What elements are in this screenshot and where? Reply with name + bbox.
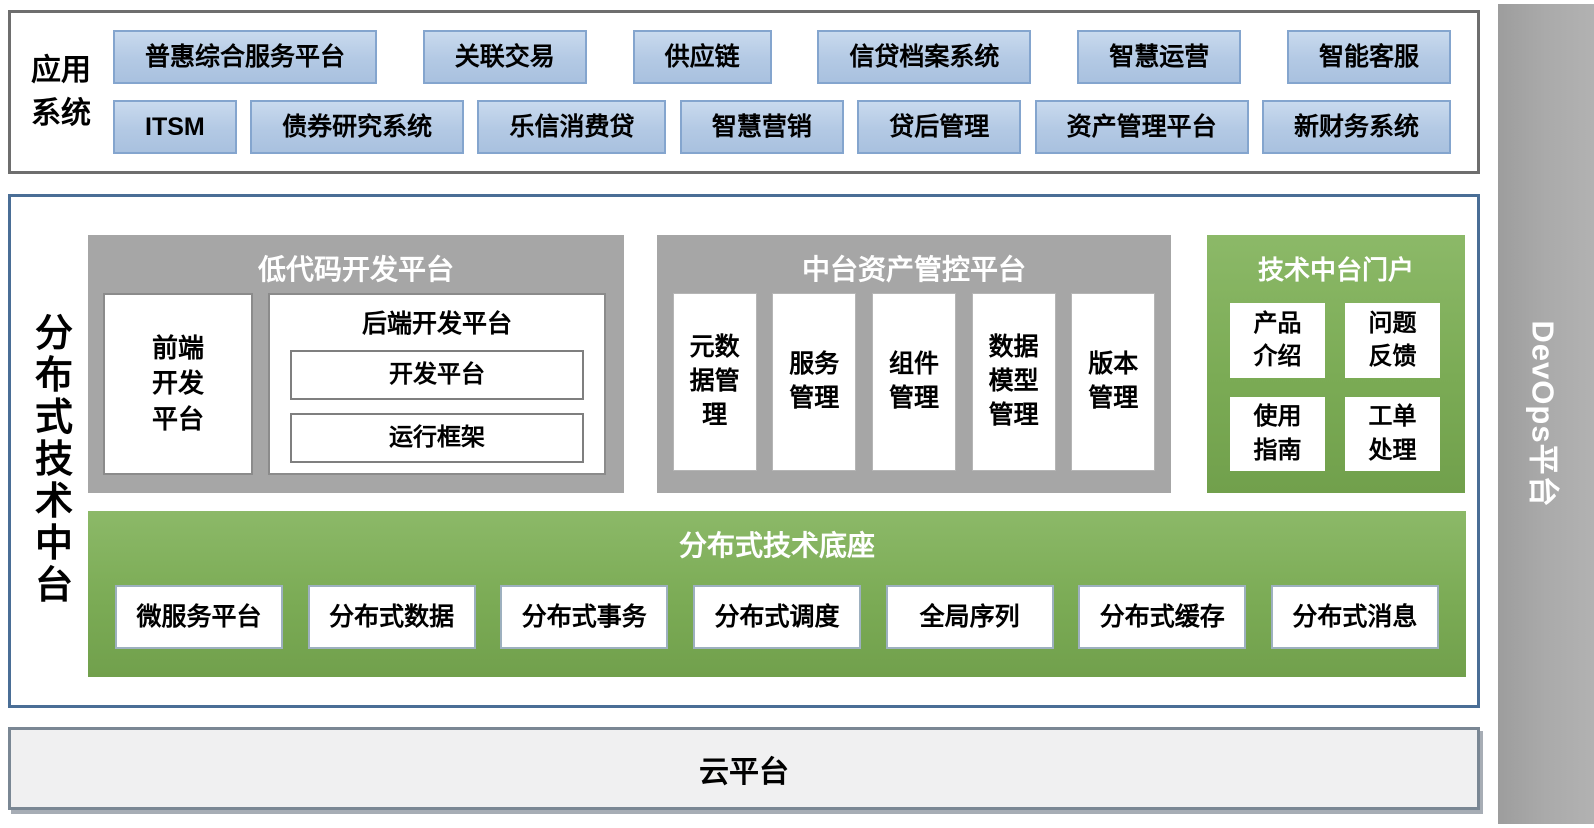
devops-platform-bar: DevOps平台	[1498, 4, 1594, 824]
asset-control-panel-title: 中台资产管控平台	[801, 254, 1026, 285]
distributed-base-row: 微服务平台 分布式数据 分布式事务 分布式调度 全局序列 分布式缓存 分布式消息	[88, 585, 1466, 649]
distributed-transaction-box: 分布式事务	[500, 585, 669, 649]
metadata-mgmt-box: 元数据管理	[672, 293, 757, 471]
app-box-smart-operations: 智慧运营	[1077, 29, 1242, 84]
app-box-bond-research: 债券研究系统	[250, 100, 465, 155]
application-systems-label: 应用系统	[31, 53, 91, 131]
app-box-new-finance: 新财务系统	[1261, 100, 1451, 155]
asset-control-panel: 中台资产管控平台 元数据管理 服务管理 组件管理 数据模型管理 版本管理	[657, 235, 1171, 493]
app-box-related-trading: 关联交易	[422, 29, 587, 84]
dev-platform-box: 开发平台	[290, 350, 584, 400]
lowcode-panel-title: 低代码开发平台	[257, 254, 454, 285]
devops-platform-label: DevOps平台	[1525, 320, 1561, 508]
distributed-tech-section: 分布式技术中台 低代码开发平台 前端开发平台 后端开发平台 开发平台 运行框架 …	[8, 194, 1480, 708]
ticket-handling-box: 工单处理	[1345, 396, 1440, 471]
app-box-itsm: ITSM	[113, 100, 237, 155]
product-intro-box: 产品介绍	[1230, 303, 1325, 378]
backend-dev-platform-box: 后端开发平台 开发平台 运行框架	[268, 293, 606, 475]
user-guide-box: 使用指南	[1230, 396, 1325, 471]
distributed-tech-label: 分布式技术中台	[34, 310, 73, 607]
app-box-supply-chain: 供应链	[632, 29, 772, 84]
tech-portal-grid: 产品介绍 问题反馈 使用指南 工单处理	[1230, 303, 1440, 471]
application-systems-rows: 普惠综合服务平台 关联交易 供应链 信贷档案系统 智慧运营 智能客服 ITSM …	[113, 13, 1477, 171]
service-mgmt-box: 服务管理	[772, 293, 857, 471]
cloud-platform-section: 云平台	[8, 727, 1480, 810]
app-box-smart-service: 智能客服	[1286, 29, 1451, 84]
app-box-asset-mgmt-platform: 资产管理平台	[1034, 100, 1249, 155]
app-box-lexin-loan: 乐信消费贷	[477, 100, 667, 155]
runtime-framework-box: 运行框架	[290, 413, 584, 463]
distributed-cache-box: 分布式缓存	[1078, 585, 1247, 649]
app-box-credit-archive: 信贷档案系统	[817, 29, 1032, 84]
lowcode-panel: 低代码开发平台 前端开发平台 后端开发平台 开发平台 运行框架	[88, 235, 624, 493]
tech-portal-panel: 技术中台门户 产品介绍 问题反馈 使用指南 工单处理	[1207, 235, 1465, 493]
data-model-mgmt-box: 数据模型管理	[971, 293, 1056, 471]
cloud-platform-label: 云平台	[699, 755, 789, 789]
microservice-platform-box: 微服务平台	[115, 585, 283, 649]
issue-feedback-box: 问题反馈	[1345, 303, 1440, 378]
distributed-message-box: 分布式消息	[1270, 585, 1439, 649]
distributed-scheduling-box: 分布式调度	[692, 585, 861, 649]
app-box-smart-marketing: 智慧营销	[679, 100, 844, 155]
lowcode-panel-body: 前端开发平台 后端开发平台 开发平台 运行框架	[103, 293, 606, 475]
app-box-post-loan: 贷后管理	[857, 100, 1022, 155]
distributed-base-title: 分布式技术底座	[678, 530, 875, 561]
distributed-base-panel: 分布式技术底座 微服务平台 分布式数据 分布式事务 分布式调度 全局序列 分布式…	[88, 511, 1466, 677]
app-box-puhui-platform: 普惠综合服务平台	[113, 29, 378, 84]
backend-dev-platform-title: 后端开发平台	[361, 310, 512, 338]
distributed-data-box: 分布式数据	[307, 585, 476, 649]
tech-portal-title: 技术中台门户	[1257, 255, 1414, 285]
frontend-dev-platform-box: 前端开发平台	[103, 293, 253, 475]
asset-control-panel-body: 元数据管理 服务管理 组件管理 数据模型管理 版本管理	[657, 293, 1171, 471]
global-sequence-box: 全局序列	[885, 585, 1054, 649]
application-systems-row-1: 普惠综合服务平台 关联交易 供应链 信贷档案系统 智慧运营 智能客服	[113, 29, 1451, 84]
application-systems-section: 应用系统 普惠综合服务平台 关联交易 供应链 信贷档案系统 智慧运营 智能客服 …	[8, 10, 1480, 174]
component-mgmt-box: 组件管理	[871, 293, 956, 471]
version-mgmt-box: 版本管理	[1071, 293, 1156, 471]
application-systems-row-2: ITSM 债券研究系统 乐信消费贷 智慧营销 贷后管理 资产管理平台 新财务系统	[113, 100, 1451, 155]
